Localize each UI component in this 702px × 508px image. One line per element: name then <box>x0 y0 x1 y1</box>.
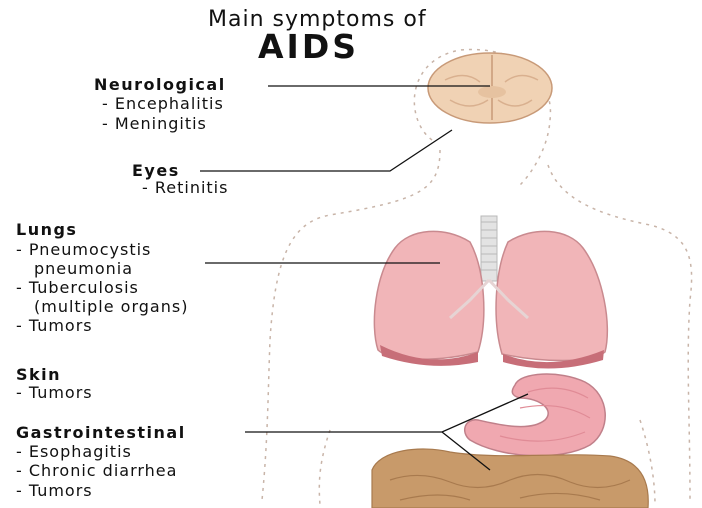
title-line-2: AIDS <box>258 30 359 63</box>
intestine-illustration <box>372 449 648 508</box>
item-esophagitis: - Esophagitis <box>16 444 132 460</box>
brain-illustration <box>428 53 552 123</box>
item-chronic-diarrhea: - Chronic diarrhea <box>16 463 177 479</box>
item-pneumocystis: - Pneumocystis <box>16 242 151 258</box>
item-encephalitis: - Encephalitis <box>102 96 224 112</box>
heading-lungs: Lungs <box>16 222 77 238</box>
heading-gastrointestinal: Gastrointestinal <box>16 425 186 441</box>
item-meningitis: - Meningitis <box>102 116 207 132</box>
pointer-eyes <box>200 130 452 171</box>
item-skin-tumors: - Tumors <box>16 385 93 401</box>
item-multiple-organs: (multiple organs) <box>34 299 188 315</box>
heading-skin: Skin <box>16 367 61 383</box>
trachea-illustration <box>481 216 497 281</box>
heading-eyes: Eyes <box>132 163 180 179</box>
item-lung-tumors: - Tumors <box>16 318 93 334</box>
stomach-illustration <box>465 374 606 456</box>
item-tuberculosis: - Tuberculosis <box>16 280 139 296</box>
item-gi-tumors: - Tumors <box>16 483 93 499</box>
item-pneumonia: pneumonia <box>34 261 133 277</box>
item-retinitis: - Retinitis <box>142 180 228 196</box>
heading-neurological: Neurological <box>94 77 226 93</box>
